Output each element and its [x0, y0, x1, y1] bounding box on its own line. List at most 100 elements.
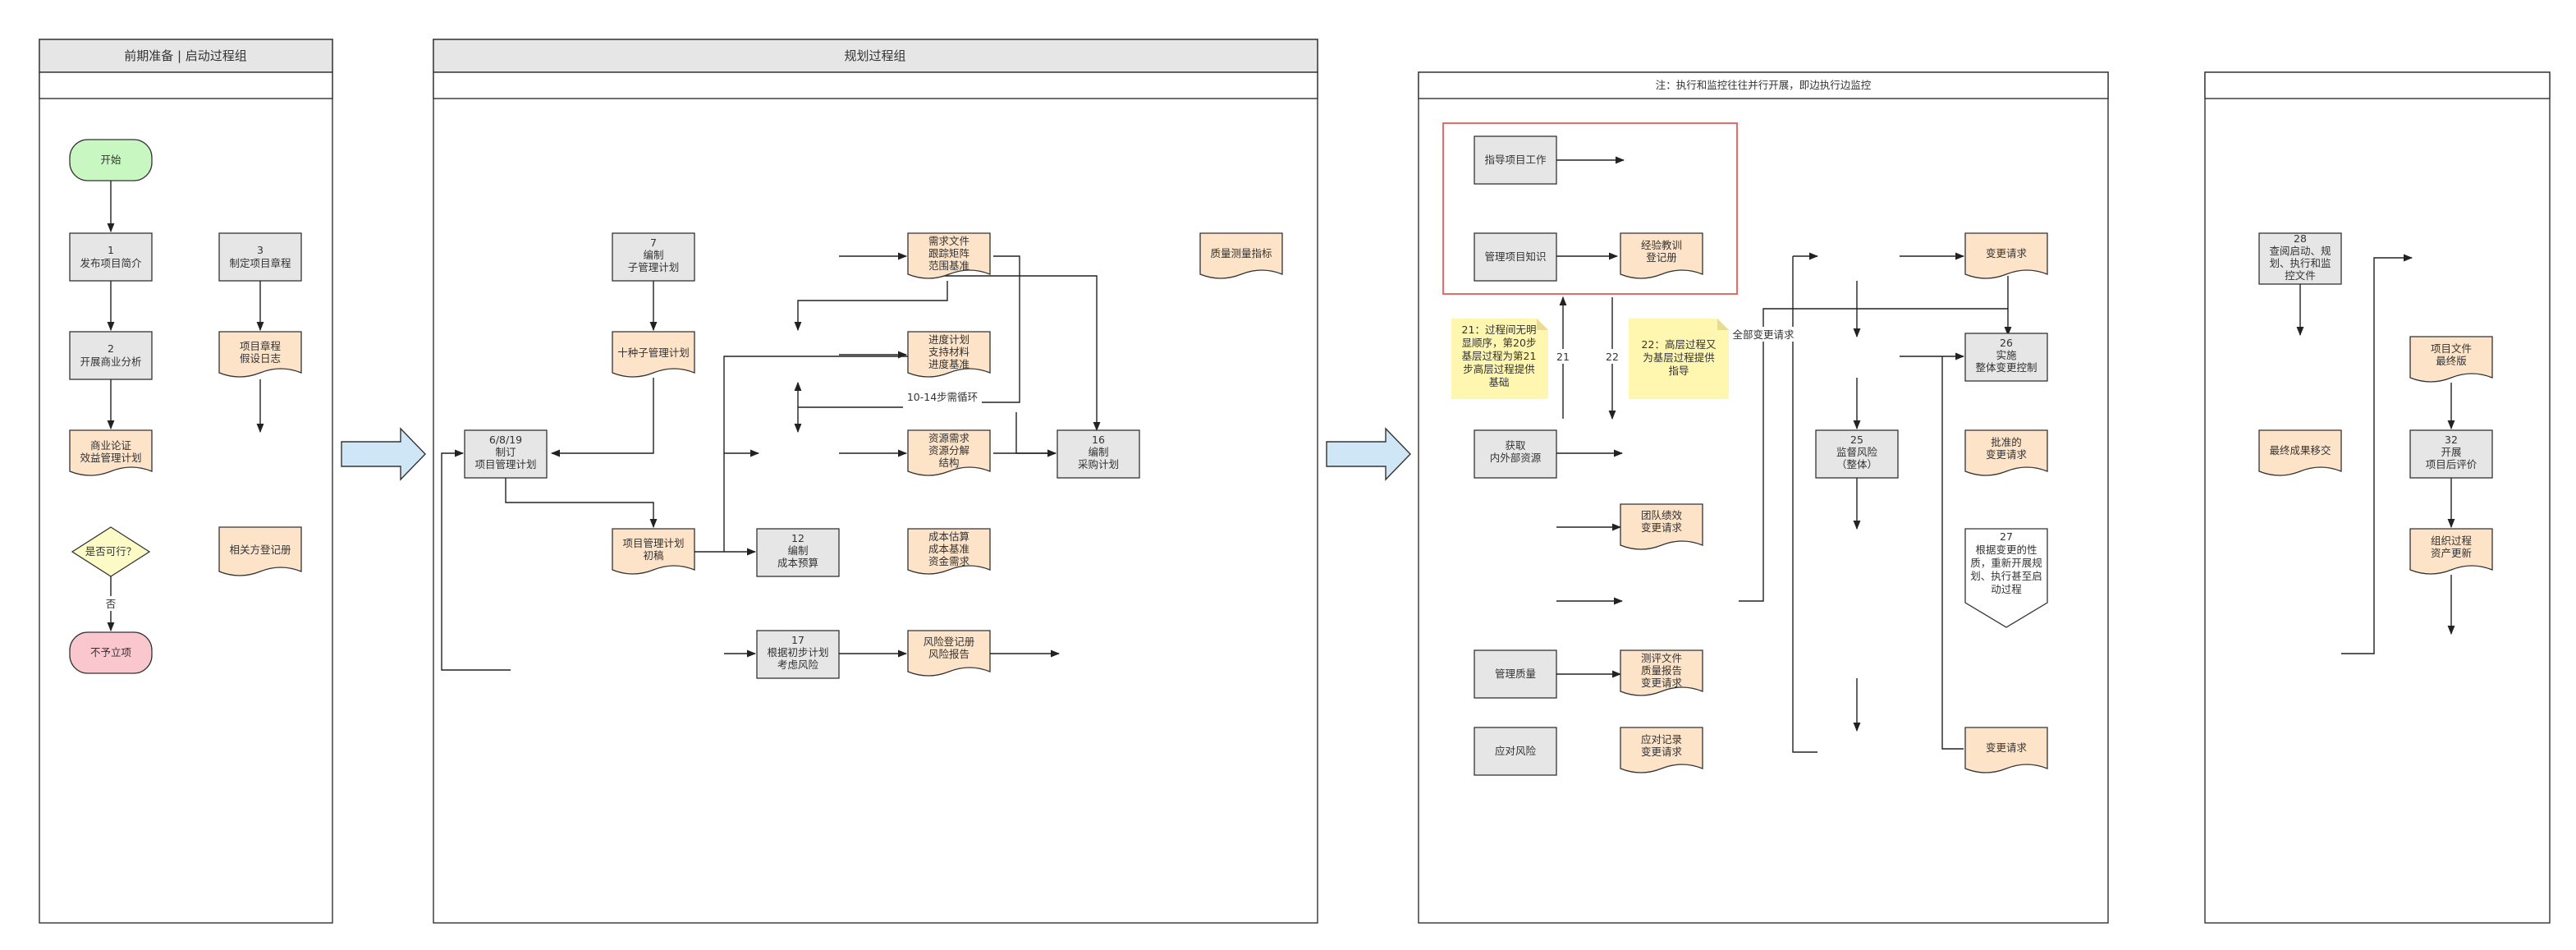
svg-text:资源分解: 资源分解 [928, 444, 969, 457]
svg-text:变更请求: 变更请求 [1641, 521, 1683, 534]
svg-text:编制: 编制 [1088, 446, 1108, 458]
svg-text:7: 7 [650, 236, 657, 249]
svg-text:成本估算: 成本估算 [928, 530, 969, 543]
doc-test-quality: 测评文件 质量报告 变更请求 [1620, 649, 1703, 696]
svg-text:最终版: 最终版 [2436, 355, 2467, 367]
svg-text:风险登记册: 风险登记册 [924, 636, 975, 648]
lane-planning: 规划过程组 [433, 39, 1318, 924]
doc-change-request-2: 变更请求 [1964, 727, 2048, 773]
svg-text:划、执行甚至启: 划、执行甚至启 [1970, 570, 2042, 582]
svg-text:编制: 编制 [787, 544, 808, 557]
svg-text:变更请求: 变更请求 [1986, 741, 2028, 754]
svg-text:支持材料: 支持材料 [928, 346, 970, 358]
svg-text:1: 1 [108, 244, 114, 256]
process-3-charter: 3 制定项目章程 [218, 232, 302, 282]
svg-text:资源需求: 资源需求 [928, 432, 970, 444]
svg-text:制定项目章程: 制定项目章程 [229, 257, 291, 269]
svg-text:跟踪矩阵: 跟踪矩阵 [928, 247, 970, 259]
highlight-box [1442, 122, 1738, 295]
svg-text:是否可行？: 是否可行？ [85, 545, 137, 558]
doc-stakeholder-register: 相关方登记册 [218, 526, 302, 576]
doc-final-project-files: 项目文件 最终版 [2409, 336, 2493, 383]
svg-text:效益管理计划: 效益管理计划 [80, 452, 141, 464]
svg-text:进度基准: 进度基准 [928, 358, 969, 370]
doc-final-handover: 最终成果移交 [2258, 429, 2342, 476]
svg-text:27: 27 [2000, 530, 2013, 543]
doc-business-case: 商业论证 效益管理计划 [69, 429, 153, 476]
svg-text:管理项目知识: 管理项目知识 [1484, 250, 1546, 263]
svg-text:风险报告: 风险报告 [928, 648, 969, 660]
doc-respond-records: 应对记录 变更请求 [1620, 727, 1703, 773]
svg-text:28: 28 [2294, 232, 2307, 245]
svg-text:6/8/19: 6/8/19 [489, 434, 522, 446]
svg-text:考虑风险: 考虑风险 [777, 659, 819, 671]
process-16-procurement: 16 编制 采购计划 [1057, 429, 1140, 479]
svg-text:成本预算: 成本预算 [777, 557, 818, 569]
svg-text:控文件: 控文件 [2285, 269, 2316, 282]
loop-label: 10-14步需循环 [907, 391, 978, 403]
svg-text:16: 16 [1092, 434, 1105, 446]
svg-text:监督风险: 监督风险 [1836, 446, 1878, 458]
doc-opa-update: 组织过程 资产更新 [2409, 528, 2493, 575]
svg-text:项目后评价: 项目后评价 [2426, 458, 2477, 470]
svg-text:指导: 指导 [1668, 365, 1689, 377]
lane-title-initiating: 前期准备 | 启动过程组 [124, 48, 247, 63]
svg-text:12: 12 [791, 532, 804, 544]
svg-text:应对记录: 应对记录 [1641, 733, 1682, 746]
svg-text:划、执行和监: 划、执行和监 [2269, 257, 2331, 269]
process-7-sub-plans: 7 编制 子管理计划 [612, 232, 695, 282]
process-direct-work: 指导项目工作 [1474, 135, 1557, 185]
svg-text:最终成果移交: 最终成果移交 [2269, 444, 2331, 457]
svg-text:项目文件: 项目文件 [2431, 342, 2472, 355]
svg-text:子管理计划: 子管理计划 [628, 261, 680, 273]
svg-text:为基层过程提供: 为基层过程提供 [1643, 351, 1715, 364]
svg-text:变更请求: 变更请求 [1641, 746, 1683, 758]
svg-text:项目管理计划: 项目管理计划 [474, 458, 536, 470]
svg-text:资金需求: 资金需求 [928, 555, 970, 567]
svg-text:测评文件: 测评文件 [1641, 652, 1682, 664]
doc-resources: 资源需求 资源分解 结构 [907, 429, 991, 476]
svg-text:假设日志: 假设日志 [240, 352, 281, 365]
lane-note-executing: 注：执行和监控往往并行开展，即边执行边监控 [1656, 79, 1872, 91]
doc-cost: 成本估算 成本基准 资金需求 [907, 528, 991, 575]
process-manage-quality: 管理质量 [1474, 649, 1557, 699]
svg-text:编制: 编制 [643, 249, 663, 261]
svg-text:项目章程: 项目章程 [240, 340, 282, 352]
process-12-cost-budget: 12 编制 成本预算 [756, 528, 840, 577]
svg-text:内外部资源: 内外部资源 [1490, 452, 1542, 464]
label-no: 否 [106, 598, 117, 610]
lane-closing [2204, 71, 2551, 924]
svg-text:根据变更的性: 根据变更的性 [1975, 544, 2037, 556]
process-2-business-analysis: 2 开展商业分析 [69, 331, 153, 380]
svg-text:2: 2 [108, 342, 114, 355]
svg-text:指导项目工作: 指导项目工作 [1484, 154, 1547, 166]
doc-requirements: 需求文件 跟踪矩阵 范围基准 [907, 232, 991, 279]
label-22: 22 [1606, 351, 1619, 363]
svg-text:质量报告: 质量报告 [1641, 664, 1682, 677]
svg-text:3: 3 [257, 244, 264, 256]
svg-text:步高层过程提供: 步高层过程提供 [1463, 363, 1535, 375]
flow-arrow-2 [1326, 427, 1411, 481]
svg-text:经验教训: 经验教训 [1641, 239, 1682, 251]
svg-text:进度计划: 进度计划 [928, 333, 969, 346]
process-26-change-control: 26 实施 整体变更控制 [1964, 333, 2048, 382]
doc-quality-metrics: 质量测量指标 [1199, 232, 1283, 279]
svg-text:25: 25 [1850, 434, 1863, 446]
process-manage-knowledge: 管理项目知识 [1474, 232, 1557, 282]
svg-text:采购计划: 采购计划 [1078, 458, 1119, 470]
start-terminal: 开始 [69, 139, 153, 181]
doc-team-performance: 团队绩效 变更请求 [1620, 503, 1703, 550]
process-27-replan: 27 根据变更的性 质，重新开展规 划、执行甚至启 动过程 [1964, 528, 2048, 628]
svg-text:开展商业分析: 开展商业分析 [80, 356, 141, 368]
svg-text:22：高层过程又: 22：高层过程又 [1642, 338, 1717, 351]
svg-text:基层过程为第21: 基层过程为第21 [1462, 350, 1537, 362]
svg-text:十种子管理计划: 十种子管理计划 [617, 346, 690, 359]
doc-schedule: 进度计划 支持材料 进度基准 [907, 331, 991, 378]
svg-text:变更请求: 变更请求 [1641, 677, 1683, 689]
note-21: 21：过程间无明 显顺序，第20步 基层过程为第21 步高层过程提供 基础 [1451, 319, 1548, 399]
svg-text:应对风险: 应对风险 [1495, 745, 1537, 757]
process-25-monitor-risk: 25 监督风险 （整体） [1815, 429, 1899, 479]
svg-text:商业论证: 商业论证 [90, 439, 132, 452]
svg-text:结构: 结构 [938, 457, 959, 469]
